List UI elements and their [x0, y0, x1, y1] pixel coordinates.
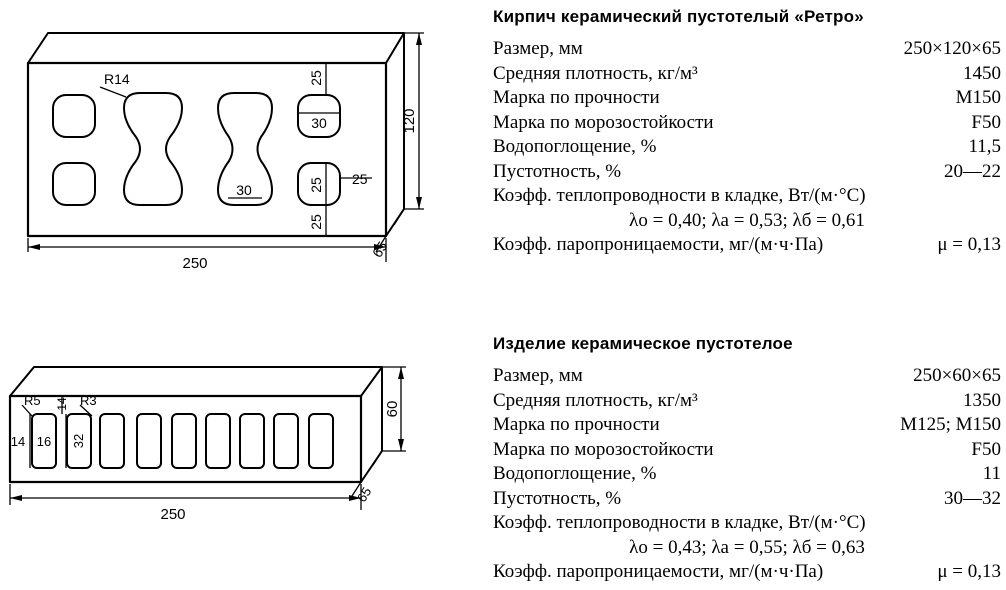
- brick2-drawing: [8, 366, 383, 484]
- spec-value: М125; М150: [900, 414, 1001, 435]
- spec-value: F50: [971, 438, 1001, 460]
- spec-row: Коэфф. теплопроводности в кладке, Вт/(м·…: [493, 184, 1001, 209]
- brick2-spec: Изделие керамическое пустотелое Размер, …: [493, 334, 1001, 585]
- spec-label: Марка по морозостойкости: [493, 438, 714, 460]
- spec-row: Водопоглощение, % 11,5: [493, 135, 1001, 160]
- spec-row: Пустотность, % 30—32: [493, 487, 1001, 512]
- brick1-drawing: [26, 32, 405, 238]
- spec-label: Водопоглощение, %: [493, 463, 657, 484]
- spec-value: 1350: [963, 389, 1001, 411]
- spec-label: Коэфф. теплопроводности в кладке, Вт/(м·…: [493, 185, 866, 206]
- brick2-title: Изделие керамическое пустотелое: [493, 334, 793, 353]
- brick-drawings: 250 120 65 R14 25 30 30 25 25 25 250 60 …: [8, 32, 424, 523]
- spec-label: Размер, мм: [493, 38, 583, 59]
- brick1-title: Кирпич керамический пустотелый «Ретро»: [493, 7, 864, 26]
- brick2-r5-label: R5: [24, 393, 41, 408]
- spec-value: 20—22: [944, 160, 1001, 182]
- spec-label: Размер, мм: [493, 365, 583, 386]
- brick2-lambda: λо = 0,43; λа = 0,55; λб = 0,63: [629, 536, 865, 558]
- spec-label: Коэфф. паропроницаемости, мг/(м·ч·Па): [493, 234, 824, 255]
- spec-row: Коэфф. паропроницаемости, мг/(м·ч·Па) μ =…: [493, 233, 1001, 258]
- brick1-dim-30a: 30: [311, 115, 327, 131]
- spec-label: Марка по прочности: [493, 87, 660, 108]
- spec-row: Размер, мм 250×120×65: [493, 37, 1001, 62]
- spec-value: μ = 0,13: [937, 561, 1001, 582]
- brick2-length-dim: 250: [160, 506, 185, 523]
- spec-row: Средняя плотность, кг/м³ 1450: [493, 62, 1001, 87]
- spec-label: Марка по морозостойкости: [493, 111, 714, 133]
- spec-label: Средняя плотность, кг/м³: [493, 62, 698, 84]
- spec-value: 1450: [963, 62, 1001, 84]
- spec-row: Коэфф. теплопроводности в кладке, Вт/(м·…: [493, 511, 1001, 536]
- brick1-dim-30b: 30: [236, 182, 252, 198]
- spec-row: Марка по морозостойкости F50: [493, 438, 1001, 463]
- spec-label: Пустотность, %: [493, 160, 622, 182]
- brick1-radius-label: R14: [104, 71, 130, 87]
- spec-value: 11: [982, 463, 1001, 484]
- brick2-dim-14b: 14: [11, 434, 25, 449]
- spec-row: Марка по прочности М125; М150: [493, 413, 1001, 438]
- spec-value: 30—32: [944, 487, 1001, 509]
- brick1-height-dim: 120: [401, 108, 418, 133]
- brick2-depth-dim: 65: [354, 485, 374, 505]
- spec-row: Марка по прочности М150: [493, 86, 1001, 111]
- spec-value: 11,5: [968, 136, 1001, 157]
- spec-row: Пустотность, % 20—22: [493, 160, 1001, 185]
- brick1-dim-25c: 25: [352, 171, 368, 187]
- spec-label: Средняя плотность, кг/м³: [493, 389, 698, 411]
- spec-value: 250×120×65: [903, 38, 1001, 59]
- spec-label: Коэфф. теплопроводности в кладке, Вт/(м·…: [493, 512, 866, 533]
- spec-label: Водопоглощение, %: [493, 136, 657, 157]
- brick1-length-dim: 250: [182, 255, 207, 272]
- brick2-height-dim: 60: [384, 401, 401, 418]
- spec-value: М150: [955, 87, 1001, 108]
- brick1-spec: Кирпич керамический пустотелый «Ретро» Р…: [493, 7, 1001, 258]
- spec-row: Средняя плотность, кг/м³ 1350: [493, 389, 1001, 414]
- spec-row: Марка по морозостойкости F50: [493, 111, 1001, 136]
- spec-row: Коэфф. паропроницаемости, мг/(м·ч·Па) μ =…: [493, 560, 1001, 585]
- spec-row: Водопоглощение, % 11: [493, 462, 1001, 487]
- brick2-r3-label: R3: [80, 393, 97, 408]
- brick1-dim-25a: 25: [308, 70, 324, 86]
- spec-row: Размер, мм 250×60×65: [493, 364, 1001, 389]
- brick1-dim-25b: 25: [308, 177, 324, 193]
- brick2-dim-32: 32: [71, 434, 86, 448]
- spec-value: μ = 0,13: [937, 234, 1001, 255]
- spec-label: Марка по прочности: [493, 414, 660, 435]
- brick1-depth-dim: 65: [369, 238, 391, 260]
- brick1-lambda: λо = 0,40; λа = 0,53; λб = 0,61: [629, 209, 865, 231]
- brick1-dim-25d: 25: [308, 214, 324, 230]
- spec-label: Коэфф. паропроницаемости, мг/(м·ч·Па): [493, 561, 824, 582]
- spec-label: Пустотность, %: [493, 487, 622, 509]
- brick2-dim-16: 16: [37, 434, 51, 449]
- spec-value: F50: [971, 111, 1001, 133]
- spec-value: 250×60×65: [913, 365, 1001, 386]
- brick2-dim-14a: 14: [55, 397, 69, 411]
